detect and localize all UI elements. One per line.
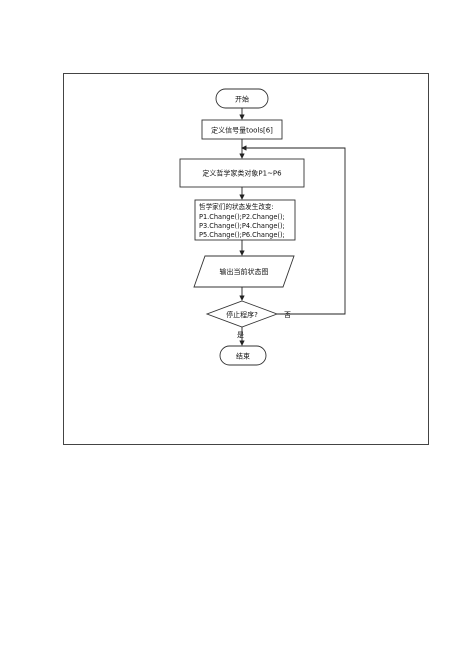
end-label: 结束 — [236, 352, 250, 361]
state-change-title: 哲学家们的状态发生改变: — [199, 202, 274, 211]
state-change-line-3: P5.Change();P6.Change(); — [199, 231, 285, 239]
output-label: 输出当前状态图 — [220, 267, 269, 276]
end-terminal — [219, 345, 267, 366]
yes-label: 是 — [237, 331, 244, 339]
start-label: 开始 — [235, 95, 249, 104]
define-semaphore-label: 定义信号量tools[6] — [211, 126, 273, 135]
state-change-line-2: P3.Change();P4.Change(); — [199, 222, 285, 230]
state-change-box — [194, 199, 296, 241]
state-change-line-1: P1.Change();P2.Change(); — [199, 213, 285, 221]
decision-label: 停止程序? — [226, 310, 258, 319]
no-label: 否 — [284, 311, 291, 319]
define-objects-label: 定义哲学家类对象P1~P6 — [202, 169, 282, 178]
output-parallelogram — [193, 255, 295, 288]
arrow-no-loop — [241, 145, 346, 315]
flowchart-frame — [63, 73, 429, 445]
